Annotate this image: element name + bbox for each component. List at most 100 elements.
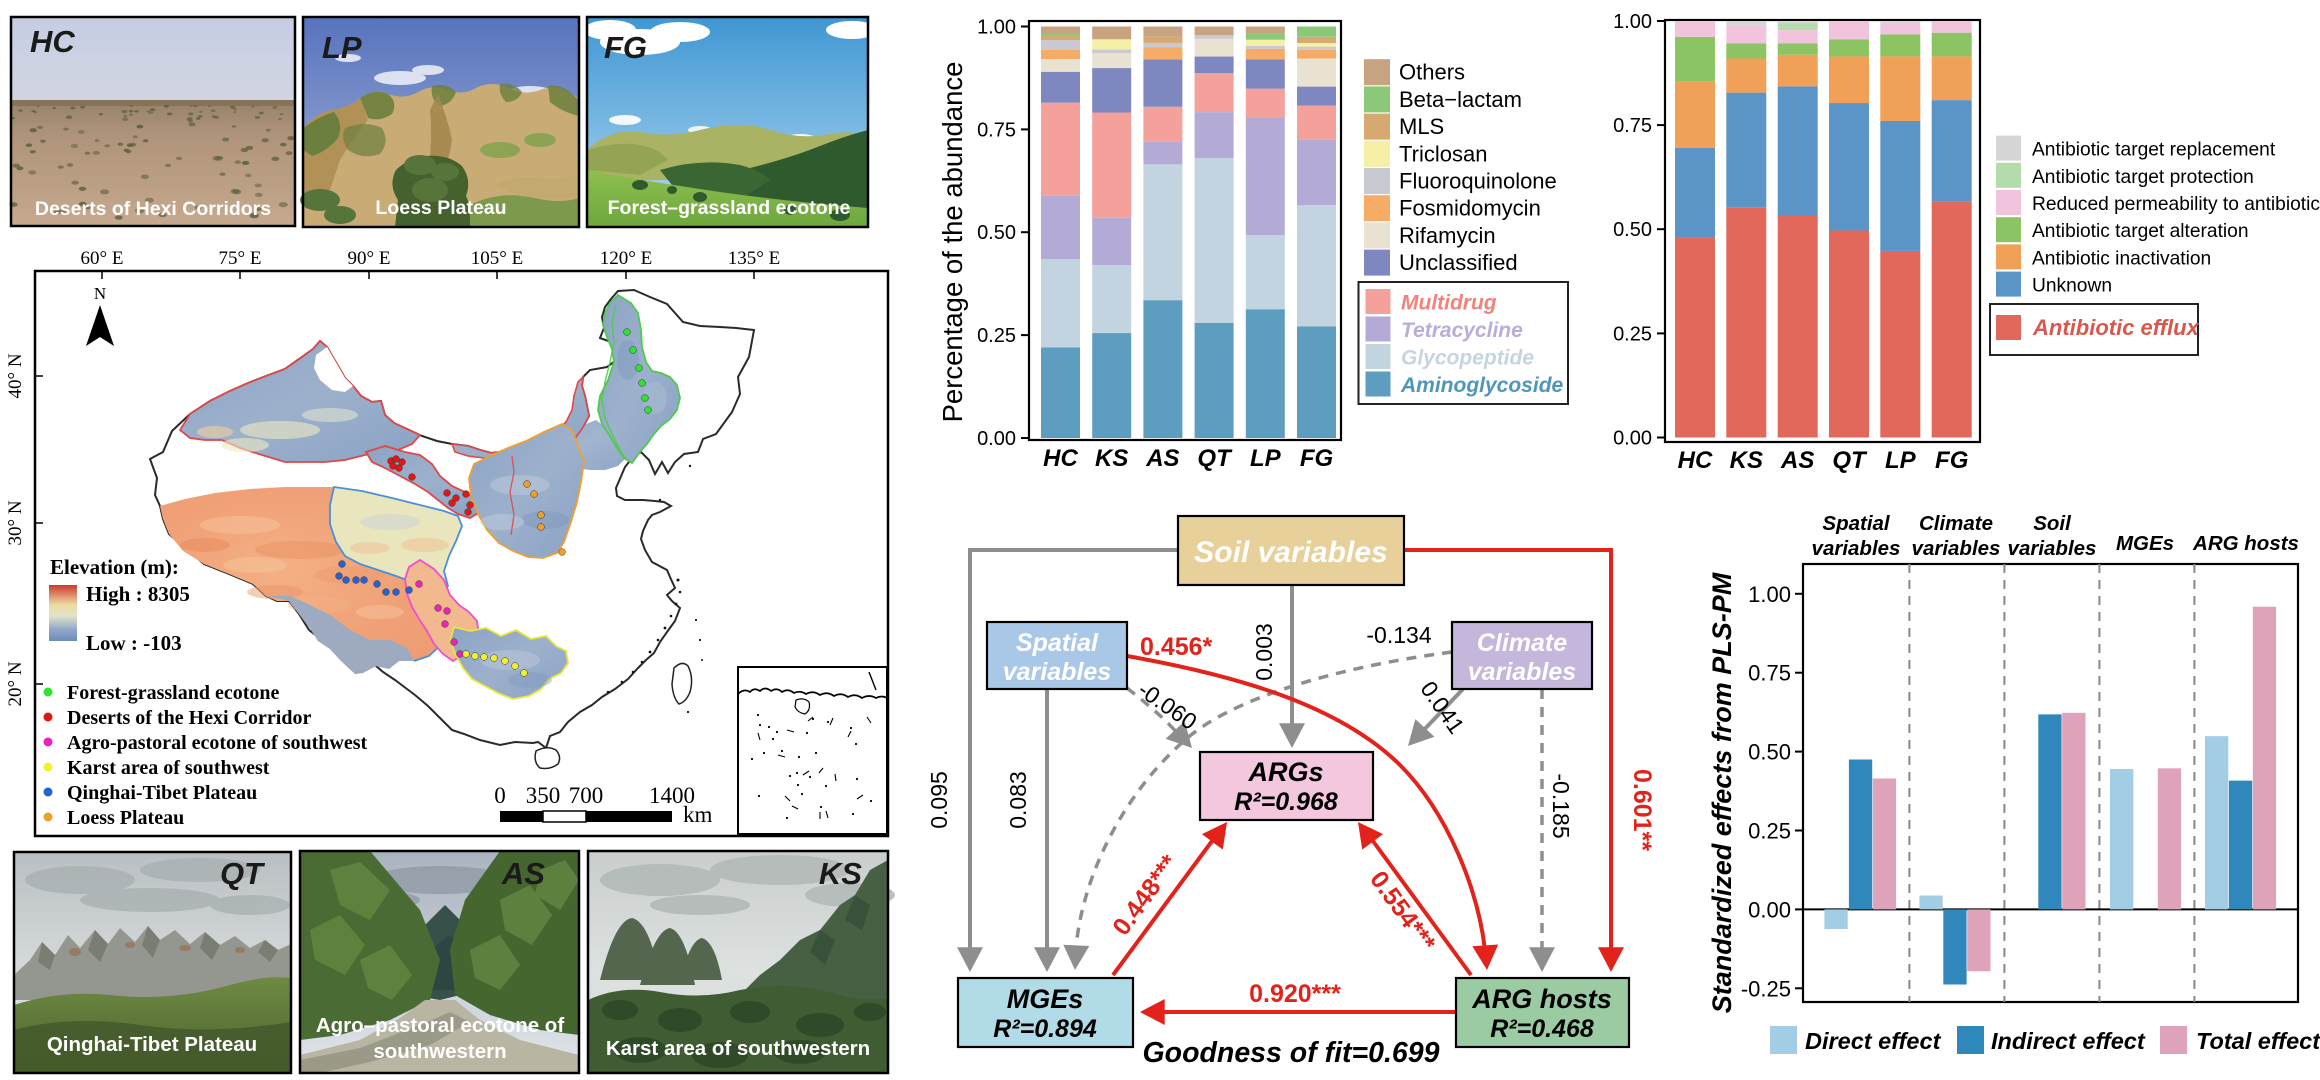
svg-text:-0.134: -0.134 xyxy=(1366,622,1431,648)
svg-text:Fluoroquinolone: Fluoroquinolone xyxy=(1399,169,1557,194)
svg-text:1.00: 1.00 xyxy=(977,17,1016,39)
svg-text:20° N: 20° N xyxy=(5,661,26,706)
svg-text:Percentage of the abundance: Percentage of the abundance xyxy=(937,62,968,423)
svg-text:1.00: 1.00 xyxy=(1613,11,1652,33)
svg-text:Forest-grassland ecotone: Forest-grassland ecotone xyxy=(67,682,279,704)
svg-text:0.00: 0.00 xyxy=(977,428,1016,450)
svg-text:105° E: 105° E xyxy=(471,248,523,269)
svg-text:Qinghai-Tibet Plateau: Qinghai-Tibet Plateau xyxy=(47,1033,257,1056)
svg-text:Karst area of southwestern: Karst area of southwestern xyxy=(606,1037,870,1060)
svg-text:Triclosan: Triclosan xyxy=(1399,141,1487,166)
svg-text:High : 8305: High : 8305 xyxy=(86,582,190,606)
svg-text:0.095: 0.095 xyxy=(926,771,952,829)
svg-text:135° E: 135° E xyxy=(728,248,780,269)
svg-text:Multidrug: Multidrug xyxy=(1401,292,1497,315)
svg-text:Agro-pastoral ecotone of south: Agro-pastoral ecotone of southwest xyxy=(67,732,367,754)
svg-text:Karst area of southwest: Karst area of southwest xyxy=(67,757,270,779)
svg-text:700: 700 xyxy=(569,783,604,808)
svg-text:0.456*: 0.456* xyxy=(1140,633,1213,661)
svg-text:KS: KS xyxy=(819,856,862,891)
svg-text:Unknown: Unknown xyxy=(2032,276,2112,297)
svg-text:MGEs: MGEs xyxy=(1007,984,1084,1014)
svg-text:FG: FG xyxy=(1935,447,1968,474)
svg-text:Antibiotic target protection: Antibiotic target protection xyxy=(2032,167,2254,188)
svg-text:0.083: 0.083 xyxy=(1005,771,1031,829)
svg-text:AS: AS xyxy=(1780,447,1814,474)
svg-text:Elevation (m):: Elevation (m): xyxy=(50,555,179,579)
svg-text:southwestern: southwestern xyxy=(373,1040,506,1063)
svg-text:N: N xyxy=(94,284,106,303)
svg-text:Aminoglycoside: Aminoglycoside xyxy=(1400,374,1564,397)
svg-text:AS: AS xyxy=(1145,445,1179,472)
svg-text:LP: LP xyxy=(1885,447,1917,474)
svg-text:40° N: 40° N xyxy=(5,353,26,398)
svg-text:-0.060: -0.060 xyxy=(1133,676,1201,735)
svg-text:0.75: 0.75 xyxy=(977,119,1016,141)
svg-text:Rifamycin: Rifamycin xyxy=(1399,223,1496,248)
svg-text:0.50: 0.50 xyxy=(1748,740,1791,765)
svg-text:LP: LP xyxy=(1250,445,1282,472)
svg-text:Spatial: Spatial xyxy=(1016,629,1099,657)
svg-text:Climate: Climate xyxy=(1919,512,1993,535)
svg-text:Agro–pastoral ecotone of: Agro–pastoral ecotone of xyxy=(316,1014,564,1037)
svg-text:variables: variables xyxy=(1468,658,1577,686)
svg-text:R²=0.894: R²=0.894 xyxy=(993,1015,1097,1043)
svg-text:QT: QT xyxy=(1197,445,1233,472)
svg-text:Beta−lactam: Beta−lactam xyxy=(1399,87,1522,112)
svg-text:MGEs: MGEs xyxy=(2116,532,2174,555)
svg-text:0.50: 0.50 xyxy=(977,222,1016,244)
svg-text:1.00: 1.00 xyxy=(1748,582,1791,607)
svg-text:Tetracycline: Tetracycline xyxy=(1401,319,1523,342)
svg-text:variables: variables xyxy=(2008,537,2097,560)
svg-text:Antibiotic target replacement: Antibiotic target replacement xyxy=(2032,140,2276,161)
svg-text:R²=0.468: R²=0.468 xyxy=(1490,1015,1594,1043)
svg-text:120° E: 120° E xyxy=(600,248,652,269)
svg-text:MLS: MLS xyxy=(1399,114,1444,139)
svg-text:0.003: 0.003 xyxy=(1251,623,1277,681)
svg-text:AS: AS xyxy=(501,856,545,891)
svg-text:0.601**: 0.601** xyxy=(1628,769,1656,851)
svg-text:HC: HC xyxy=(1678,447,1713,474)
svg-text:FG: FG xyxy=(604,30,647,65)
svg-text:1400: 1400 xyxy=(649,783,695,808)
svg-text:0.25: 0.25 xyxy=(977,325,1016,347)
svg-text:Spatial: Spatial xyxy=(1822,512,1891,535)
svg-text:75° E: 75° E xyxy=(219,248,262,269)
svg-text:QT: QT xyxy=(220,856,266,891)
svg-text:Climate: Climate xyxy=(1477,629,1567,657)
svg-text:Antibiotic efflux: Antibiotic efflux xyxy=(2032,315,2200,340)
svg-text:0.75: 0.75 xyxy=(1613,115,1652,137)
svg-text:QT: QT xyxy=(1832,447,1868,474)
svg-text:60° E: 60° E xyxy=(81,248,124,269)
svg-text:Unclassified: Unclassified xyxy=(1399,250,1518,275)
svg-text:variables: variables xyxy=(1003,658,1112,686)
svg-text:Goodness of fit=0.699: Goodness of fit=0.699 xyxy=(1143,1037,1440,1069)
svg-text:HC: HC xyxy=(30,24,75,59)
svg-text:Soil: Soil xyxy=(2033,512,2072,535)
svg-text:0.25: 0.25 xyxy=(1748,819,1791,844)
svg-text:HC: HC xyxy=(1043,445,1078,472)
svg-text:LP: LP xyxy=(322,30,362,65)
svg-text:Reduced permeability to antibi: Reduced permeability to antibiotic xyxy=(2032,194,2320,215)
svg-text:Low : -103: Low : -103 xyxy=(86,631,182,655)
svg-text:Deserts of the Hexi Corridor: Deserts of the Hexi Corridor xyxy=(67,707,311,729)
svg-text:KS: KS xyxy=(1095,445,1128,472)
svg-text:350: 350 xyxy=(526,783,561,808)
svg-text:90° E: 90° E xyxy=(348,248,391,269)
svg-text:Fosmidomycin: Fosmidomycin xyxy=(1399,196,1541,221)
svg-text:30° N: 30° N xyxy=(5,500,26,545)
svg-text:km: km xyxy=(683,802,713,827)
svg-text:-0.185: -0.185 xyxy=(1548,773,1574,838)
svg-text:0: 0 xyxy=(494,783,506,808)
svg-text:R²=0.968: R²=0.968 xyxy=(1234,788,1338,816)
svg-text:Glycopeptide: Glycopeptide xyxy=(1401,347,1534,370)
svg-text:0.00: 0.00 xyxy=(1748,897,1791,922)
svg-text:-0.25: -0.25 xyxy=(1741,976,1791,1001)
svg-text:variables: variables xyxy=(1812,537,1901,560)
svg-text:0.00: 0.00 xyxy=(1613,428,1652,450)
svg-text:ARG hosts: ARG hosts xyxy=(2192,532,2299,555)
svg-text:ARGs: ARGs xyxy=(1247,757,1323,787)
svg-text:0.920***: 0.920*** xyxy=(1249,980,1341,1008)
svg-text:Total effect: Total effect xyxy=(2196,1028,2320,1054)
svg-text:Antibiotic target alteration: Antibiotic target alteration xyxy=(2032,221,2249,242)
